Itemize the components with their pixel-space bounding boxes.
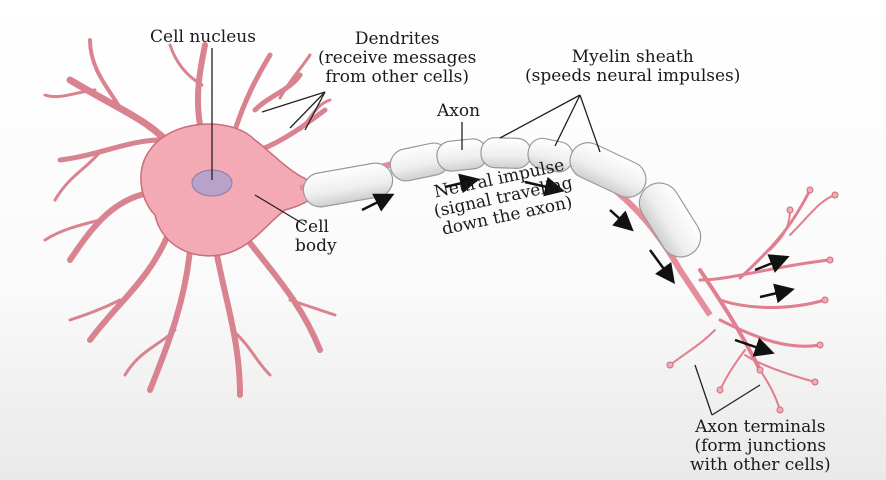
dendrites-label-line-3: from other cells) <box>318 68 476 87</box>
myelin-sheath-label-line-1: Myelin sheath <box>525 48 740 67</box>
cell-body-label: Cell body <box>295 218 337 256</box>
cell-body-label-line-1: Cell <box>295 218 337 237</box>
axon-terminals-label-line-2: (form junctions <box>690 437 831 456</box>
dendrites-label: Dendrites (receive messages from other c… <box>318 30 476 87</box>
dendrites-label-line-1: Dendrites <box>318 30 476 49</box>
axon-terminals-label: Axon terminals (form junctions with othe… <box>690 418 831 475</box>
dendrites-label-line-2: (receive messages <box>318 49 476 68</box>
cell-body-shape <box>141 124 320 256</box>
myelin-sheath-label: Myelin sheath (speeds neural impulses) <box>525 48 740 86</box>
axon-label: Axon <box>437 102 480 121</box>
myelin-sheath-label-line-2: (speeds neural impulses) <box>525 67 740 86</box>
axon-terminals-label-line-3: with other cells) <box>690 456 831 475</box>
cell-body-label-line-2: body <box>295 237 337 256</box>
axon-terminals-label-line-1: Axon terminals <box>690 418 831 437</box>
cell-nucleus-label: Cell nucleus <box>150 28 256 47</box>
